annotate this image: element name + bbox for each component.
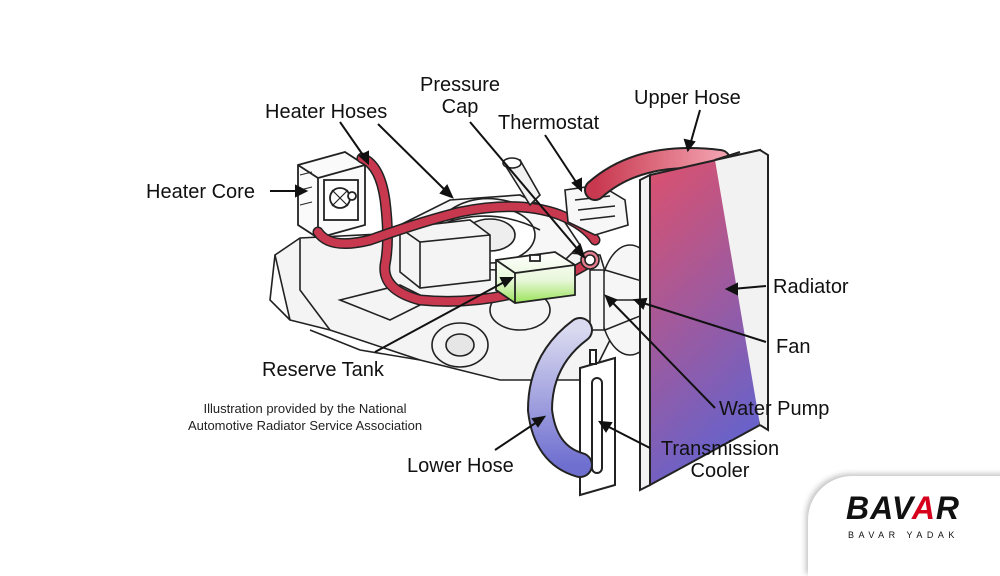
label-fan: Fan xyxy=(776,336,811,358)
label-upper-hose: Upper Hose xyxy=(634,87,741,109)
reserve-tank xyxy=(495,251,576,304)
credit-line-1: Illustration provided by the National xyxy=(203,401,407,416)
label-radiator: Radiator xyxy=(773,276,849,298)
illustration-credit: Illustration provided by the National Au… xyxy=(160,400,450,434)
radiator xyxy=(639,148,769,492)
upper-hose xyxy=(584,147,731,201)
label-water-pump: Water Pump xyxy=(719,398,830,420)
leader-lines xyxy=(270,109,767,451)
label-transmission-cooler-line1: Transmission xyxy=(660,438,780,460)
label-transmission-cooler-line2: Cooler xyxy=(690,460,750,482)
heater-core xyxy=(297,151,366,239)
label-pressure-cap-line1: Pressure xyxy=(419,74,501,96)
label-heater-core: Heater Core xyxy=(146,181,255,203)
brand-logo-part1: BAV xyxy=(846,490,912,526)
battery-box xyxy=(399,219,491,289)
label-transmission-cooler: Transmission Cooler xyxy=(653,438,787,482)
brand-logo-part3: R xyxy=(935,490,961,526)
label-thermostat: Thermostat xyxy=(498,112,600,134)
label-reserve-tank: Reserve Tank xyxy=(262,359,384,381)
label-pressure-cap: Pressure Cap xyxy=(414,74,506,118)
lower-hose xyxy=(526,317,593,478)
brand-logo: BAVAR xyxy=(846,490,960,527)
label-lower-hose: Lower Hose xyxy=(407,455,514,477)
label-pressure-cap-line2: Cap xyxy=(441,96,479,118)
label-heater-hoses: Heater Hoses xyxy=(265,101,388,123)
diagram-illustration xyxy=(269,109,769,497)
cooling-system-diagram: Heater Hoses Pressure Cap Thermostat Upp… xyxy=(146,74,960,540)
credit-line-2: Automotive Radiator Service Association xyxy=(187,418,423,433)
brand-tagline: BAVAR YADAK xyxy=(848,530,959,540)
brand-logo-part2: A xyxy=(911,490,936,526)
brand-badge: BAVAR BAVAR YADAK xyxy=(808,476,1000,576)
